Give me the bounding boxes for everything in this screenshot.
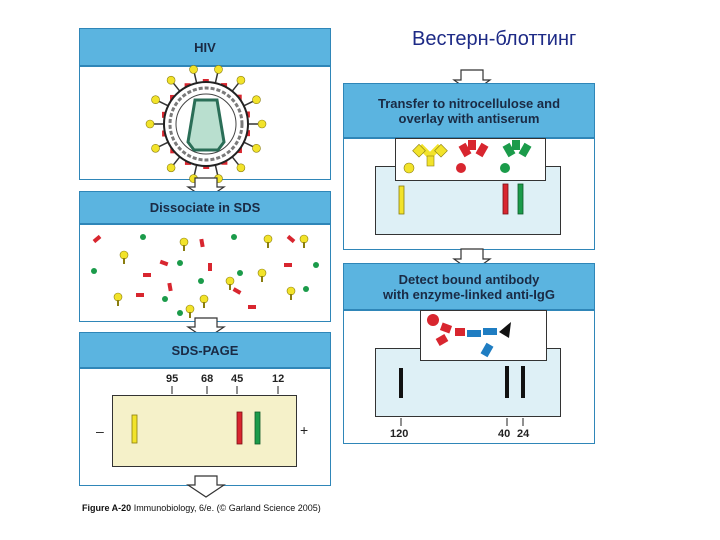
yellow-protein-icon [185,304,195,318]
green-protein-icon [177,260,183,266]
caption-figure-number: Figure A-20 [82,503,132,513]
green-protein-icon [162,296,168,302]
gel-slab [112,395,297,467]
gel-marker-45: 45 [231,373,244,385]
blot-marker-120: 120 [390,428,409,440]
green-protein-icon [198,278,204,284]
green-protein-icon [303,286,309,292]
blot-marker-40: 40 [498,428,511,440]
green-protein-icon [91,268,97,274]
red-antibody-icon [456,140,489,173]
red-protein-icon [167,282,173,292]
yellow-protein-icon [299,234,309,248]
yellow-protein-icon [263,234,273,248]
red-protein-icon [159,259,169,267]
red-protein-icon [232,287,242,295]
detect-label-line1: Detect bound antibody [398,271,540,287]
detect-panel-header: Detect bound antibody with enzyme-linked… [343,263,595,310]
yellow-protein-icon [179,237,189,251]
transfer-panel-header: Transfer to nitrocellulose and overlay w… [343,83,595,138]
red-protein-icon [199,238,205,248]
blot-marker-24: 24 [517,428,530,440]
dissociate-panel-label: Dissociate in SDS [149,200,261,215]
hiv-panel-label: HIV [194,39,216,55]
red-protein-icon [284,263,292,267]
red-protein-icon [136,293,144,297]
red-protein-icon [92,234,102,244]
green-protein-icon [140,234,146,240]
yellow-protein-icon [119,250,129,264]
yellow-protein-icon [113,292,123,306]
gel-marker-12: 12 [272,373,285,385]
down-arrow-icon [186,475,226,498]
hiv-panel-body [79,65,331,183]
figure-caption: Figure A-20 Immunobiology, 6/e. (© Garla… [82,503,321,513]
red-protein-icon [143,273,151,277]
red-protein-icon [248,305,256,309]
green-protein-icon [177,310,183,316]
green-protein-icon [313,262,319,268]
green-antibody-icon [500,140,532,173]
gel-plus-sign: + [300,422,309,438]
gel-minus-sign: – [96,423,104,439]
yellow-protein-icon [286,286,296,300]
gel-marker-68: 68 [201,373,214,385]
page-title: Вестерн-блоттинг [412,28,577,50]
sds-page-panel-header: SDS-PAGE [79,332,331,368]
caption-text: Immunobiology, 6/e. (© Garland Science 2… [131,503,321,513]
dissociated-proteins-illustration [91,234,319,318]
transfer-label-line2: overlay with antiserum [398,110,540,126]
green-protein-icon [237,270,243,276]
dissociate-panel-header: Dissociate in SDS [79,191,331,224]
yellow-protein-icon [257,268,267,282]
green-protein-icon [231,234,237,240]
detect-label-line2: with enzyme-linked anti-IgG [383,286,555,302]
red-protein-icon [208,263,212,271]
gel-marker-95: 95 [166,373,179,385]
red-protein-icon [286,234,296,244]
hiv-panel-header: HIV [79,28,331,66]
yellow-protein-icon [199,294,209,308]
blot-marker-ticks [400,418,524,426]
gel-marker-ticks [171,386,279,394]
blot-membrane-detect [375,310,561,417]
yellow-protein-icon [225,276,235,290]
hiv-virus-illustration [145,65,267,183]
blot-membrane-transfer [375,138,561,235]
sds-page-panel-label: SDS-PAGE [171,342,239,358]
transfer-label-line1: Transfer to nitrocellulose and [377,95,561,111]
yellow-antibody-icon [403,143,448,174]
dissociate-panel-body [79,224,331,322]
